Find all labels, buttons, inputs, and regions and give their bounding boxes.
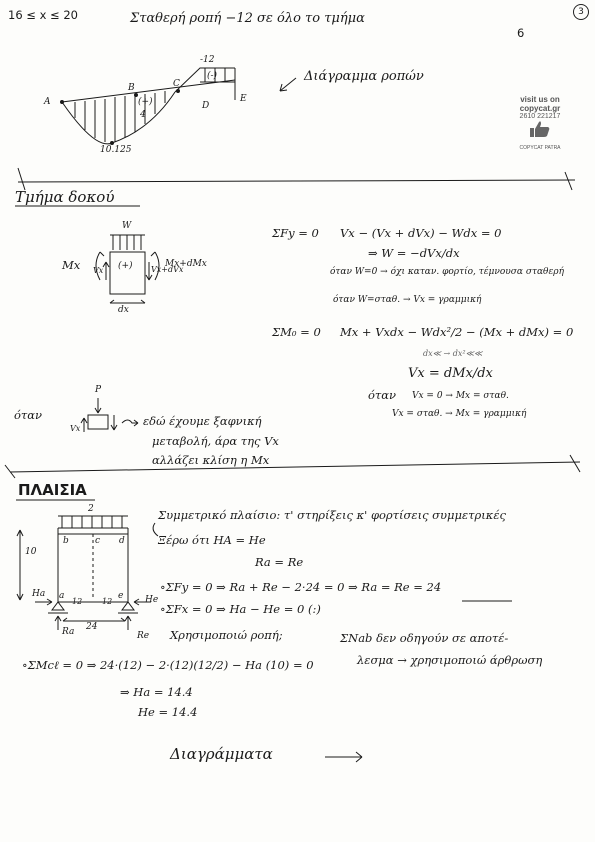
span-right-label: 12	[102, 597, 113, 606]
sum-fy-equation: Vx − (Vx + dVx) − Wdx = 0	[340, 226, 502, 240]
stamp-line-brand: COPYCAT PATRA	[519, 145, 561, 151]
point-load-text-1: εδώ έχουμε ξαφνική	[143, 414, 262, 428]
when-vx0-note: Vx = 0 → Mx = σταθ.	[412, 391, 509, 401]
use-moments-note: Χρησιμοποιώ ροπή;	[170, 628, 283, 642]
stamp-line-visit: visit us on	[520, 95, 560, 104]
when-vx-const-note: Vx = σταθ. → Mx = γραμμική	[392, 409, 527, 419]
sum-m-equation: Mx + Vxdx − Wdx²/2 − (Mx + dMx) = 0	[340, 325, 574, 339]
separator-1	[17, 179, 576, 183]
page-number: 6	[517, 26, 525, 40]
moment-plus-sign: (+)	[138, 97, 153, 107]
load-p-label: P	[95, 385, 102, 395]
dx-label: dx	[118, 305, 129, 315]
vx-left-label: Vx	[93, 266, 104, 275]
node-b-label: b	[63, 536, 69, 546]
separator-2	[9, 461, 581, 473]
stamp-line-phone: 2610 221217	[519, 113, 561, 120]
thumbs-up-icon	[530, 121, 550, 137]
moment-diagram-caption: Διάγραμμα ροπών	[304, 69, 424, 84]
small-dx-note: dx≪ → dx²≪≪	[423, 349, 483, 358]
beam-section-heading: Τμήμα δοκού	[15, 188, 115, 206]
range-label: 16 ≤ x ≤ 20	[8, 8, 78, 22]
node-a-label: a	[59, 591, 65, 601]
re-label: Re	[137, 631, 150, 641]
symmetry-note: Συμμετρικό πλαίσιο: τ' στηρίξεις κ' φορτ…	[158, 508, 506, 522]
fy-equation: ∘ΣFy = 0 ⇒ Ra + Re − 2·24 = 0 ⇒ Ra = Re …	[160, 580, 442, 594]
frame-height: 10	[25, 547, 37, 557]
load-w-label: W	[122, 221, 132, 231]
point-load-sketch	[80, 398, 139, 432]
he-right-label: He	[145, 595, 159, 605]
beam-element-sketch	[95, 234, 160, 304]
span-left-label: 12	[72, 597, 83, 606]
ha-result: ⇒ Ha = 14.4	[120, 685, 193, 699]
node-d-label: d	[119, 536, 125, 546]
moment-diagram-sketch	[60, 67, 297, 145]
vx-small-label: Vx	[70, 424, 81, 433]
point-e-label: E	[240, 94, 247, 104]
point-c-label: C	[173, 79, 180, 89]
vx-right-label: Vx+dVx	[151, 265, 184, 274]
when-w0-note: όταν W=0 → όχι καταν. φορτίο, τέμνουσα σ…	[330, 267, 564, 277]
diagrams-caption: Διαγράμματα	[170, 745, 273, 763]
page-title: Σταθερή ροπή −12 σε όλο το τμήμα	[130, 11, 365, 26]
ra-label: Ra	[62, 627, 75, 637]
point-load-text-3: αλλάζει κλίση η Mx	[152, 453, 270, 467]
ha-left-label: Ha	[32, 589, 46, 599]
point-a-label: A	[44, 97, 51, 107]
moment-top-value: -12	[200, 55, 215, 65]
fx-equation: ∘ΣFx = 0 ⇒ Ha − He = 0 (:)	[160, 602, 321, 616]
moment-side-value: 4	[140, 110, 146, 120]
frame-load-q: 2	[88, 504, 94, 514]
mx-label: Mx	[62, 258, 81, 272]
mx-dmx-label: Mx+dMx	[165, 259, 207, 269]
when-wconst-note: όταν W=σταθ. → Vx = γραμμική	[333, 295, 482, 305]
he-result: He = 14.4	[138, 705, 198, 719]
moment-min-value: 10.125	[100, 145, 132, 155]
know-line-2: Ra = Re	[255, 555, 304, 569]
node-c-label: c	[95, 536, 101, 546]
sum-fy-label: ΣFy = 0	[272, 226, 319, 240]
sum-m-label: ΣM₀ = 0	[272, 325, 321, 339]
copycat-stamp: visit us on copycat.gr 2610 221217 COPYC…	[505, 95, 575, 151]
point-load-when: όταν	[14, 408, 43, 422]
point-b-label: B	[128, 83, 135, 93]
point-d-label: D	[202, 101, 210, 111]
element-sign: (+)	[118, 261, 133, 271]
w-result: ⇒ W = −dVx/dx	[368, 246, 460, 260]
mc-equation: ∘ΣMcℓ = 0 ⇒ 24·(12) − 2·(12)(12/2) − Ha …	[22, 658, 314, 672]
node-e-label: e	[118, 591, 124, 601]
know-line: Ξέρω ότι HA = He	[158, 533, 266, 547]
vx-result: Vx = dMx/dx	[408, 366, 493, 381]
point-load-text-2: μεταβολή, άρα της Vx	[152, 434, 279, 448]
moment-minus-sign: (-)	[207, 71, 218, 81]
snab-note: ΣΝab δεν οδηγούν σε αποτέ-	[340, 631, 509, 645]
span-total-label: 24	[86, 622, 98, 632]
snab-note-2: λεσμα → χρησιμοποιώ άρθρωση	[357, 653, 543, 667]
circled-number: 3	[573, 4, 589, 20]
stamp-line-site: copycat.gr	[519, 104, 561, 113]
frame-sketch	[16, 515, 159, 630]
when-vx-label: όταν	[368, 388, 397, 402]
frames-heading: ΠΛΑΙΣΙΑ	[18, 481, 87, 499]
